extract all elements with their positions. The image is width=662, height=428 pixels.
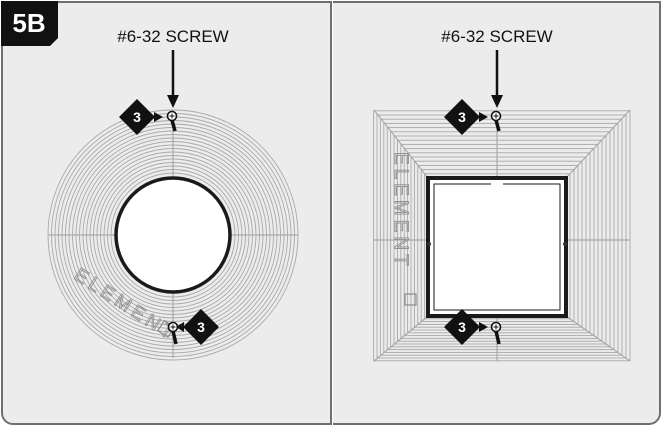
screw-icon [490, 110, 502, 132]
step-marker-right-bottom: 3 [444, 309, 488, 345]
step-badge: 5B [1, 1, 58, 46]
step-badge-label: 5B [12, 8, 45, 38]
screw-callout-left: #6-32 SCREW [117, 27, 228, 46]
step-marker-right-top: 3 [444, 99, 488, 135]
arrow-down-icon [167, 50, 179, 108]
grille-frame [373, 110, 631, 362]
square-speaker-grille: ELEMENT [373, 109, 631, 362]
center-opening [426, 176, 568, 318]
grille-frame [390, 131, 611, 348]
screw-icon [166, 110, 178, 132]
arrow-down-icon [491, 50, 503, 108]
step-number: 3 [458, 109, 466, 125]
grille-frame [403, 148, 595, 337]
screw-callout-right: #6-32 SCREW [441, 27, 552, 46]
brand-logo-square: ELEMENT [390, 152, 412, 271]
screw-icon [490, 321, 502, 345]
grille-frame [407, 152, 591, 334]
step-number: 3 [197, 319, 205, 335]
logo-square-icon [404, 293, 417, 306]
step-number: 3 [458, 319, 466, 335]
step-marker-left-top: 3 [119, 99, 163, 135]
center-opening [114, 176, 232, 294]
step-marker-left-bottom: 3 [176, 309, 219, 345]
grille-frame [376, 114, 627, 359]
grille-frame [379, 118, 623, 356]
step-number: 3 [133, 109, 141, 125]
grille-frame [383, 122, 619, 353]
grille-frame [386, 127, 615, 351]
brand-text: ELEMENT [390, 152, 411, 270]
